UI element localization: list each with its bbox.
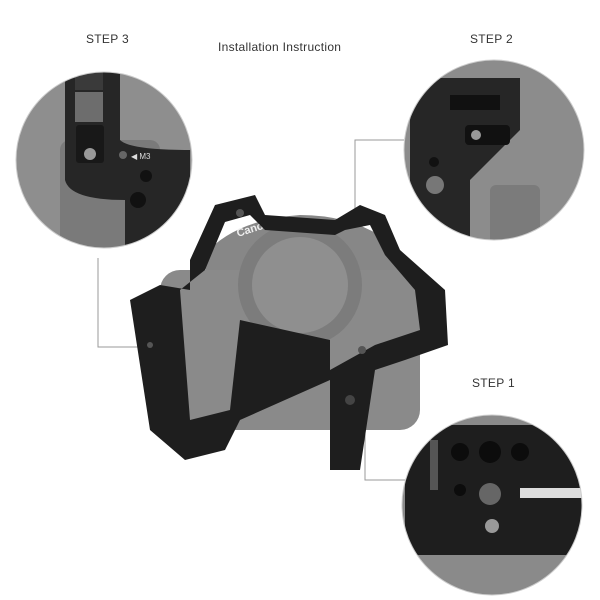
step-1-detail-circle	[402, 415, 582, 595]
camera-cage: Canon	[130, 195, 448, 470]
step-1-label: STEP 1	[472, 376, 515, 390]
step-2-label: STEP 2	[470, 32, 513, 46]
step-3-connector	[97, 258, 140, 348]
step-2-detail-circle	[404, 60, 584, 240]
page-title: Installation Instruction	[218, 40, 342, 54]
step-3-detail-circle: ◀ M3	[16, 72, 192, 248]
m3-marker: ◀ M3	[131, 152, 151, 161]
step-3-label: STEP 3	[86, 32, 129, 46]
step-2-connector	[354, 139, 404, 235]
